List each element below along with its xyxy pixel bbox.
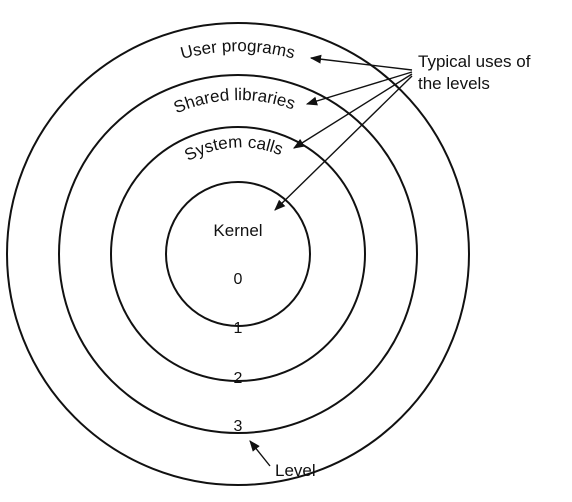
ring-level-1 <box>110 126 366 382</box>
ring-level-3 <box>6 22 470 486</box>
arrow-to-system-calls <box>293 73 413 149</box>
arrow-to-user-programs <box>309 54 413 71</box>
callout-typical-uses-line-2: the levels <box>418 74 490 93</box>
ring-label-kernel: Kernel <box>213 221 262 240</box>
callout-typical-uses-line-1: Typical uses of <box>418 52 531 71</box>
level-number-1: 1 <box>234 320 243 337</box>
level-number-3: 3 <box>234 418 243 435</box>
ring-label-system-calls: System calls <box>181 132 285 165</box>
callout-level: Level <box>275 461 316 480</box>
ring-level-0 <box>165 181 311 327</box>
ring-level-2 <box>58 74 418 434</box>
arrow-to-shared-libraries <box>305 71 413 106</box>
arrow-to-level <box>249 440 271 467</box>
level-number-0: 0 <box>234 271 243 288</box>
arrow-to-kernel <box>274 75 413 211</box>
level-number-2: 2 <box>234 370 243 387</box>
ring-label-shared-libraries: Shared libraries <box>171 85 298 117</box>
ring-label-user-programs: User programs <box>178 36 297 63</box>
